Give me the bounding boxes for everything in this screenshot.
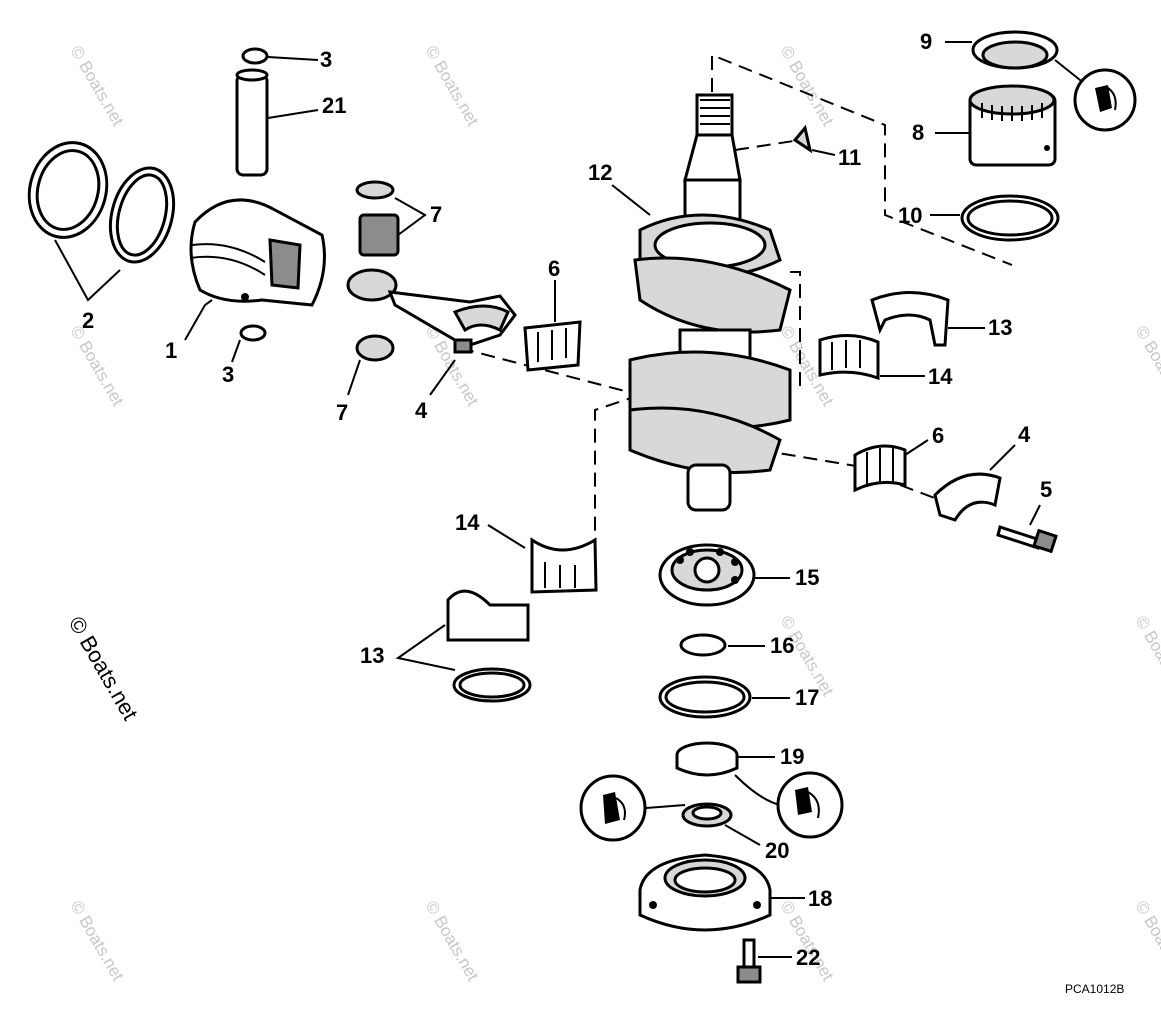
copyright-label: © Boats.net — [64, 612, 143, 724]
sealant-tube-icon — [776, 771, 844, 839]
callout-3-top: 3 — [320, 47, 332, 72]
callout-20: 20 — [765, 838, 789, 863]
retaining-ring-bottom — [239, 324, 267, 342]
callout-14-upper: 14 — [928, 364, 953, 389]
svg-text:© Boats.net: © Boats.net — [777, 43, 838, 130]
connecting-rod — [346, 268, 517, 354]
o-ring-upper — [960, 194, 1060, 242]
bearing-cage-upper — [523, 320, 582, 372]
callout-21: 21 — [322, 93, 346, 118]
callout-12: 12 — [588, 160, 612, 185]
svg-text:© Boats.net: © Boats.net — [1132, 613, 1161, 700]
svg-text:© Boats.net: © Boats.net — [67, 898, 128, 985]
callout-19: 19 — [780, 744, 804, 769]
callout-4-cap: 4 — [1018, 422, 1031, 447]
callout-13-lower: 13 — [360, 643, 384, 668]
rod-bolt — [996, 525, 1058, 554]
retaining-ring-small — [679, 633, 727, 657]
callout-6-upper: 6 — [548, 256, 560, 281]
bearing-race-upper — [870, 291, 950, 347]
callout-22: 22 — [796, 945, 820, 970]
callout-6-lower: 6 — [932, 423, 944, 448]
svg-text:© Boats.net: © Boats.net — [67, 323, 128, 410]
sealant-tube-icon — [579, 774, 647, 842]
svg-text:© Boats.net: © Boats.net — [1132, 323, 1161, 410]
bearing-cage-lower-right — [853, 444, 907, 493]
callout-13-upper: 13 — [988, 315, 1012, 340]
callout-9: 9 — [920, 29, 932, 54]
callout-7-lower: 7 — [336, 400, 348, 425]
sealant-tube-icon — [1073, 68, 1137, 132]
svg-text:© Boats.net: © Boats.net — [1132, 898, 1161, 985]
callout-1: 1 — [165, 338, 177, 363]
callout-8: 8 — [912, 120, 924, 145]
drawing-code: PCA1012B — [1065, 982, 1124, 996]
callout-16: 16 — [770, 633, 794, 658]
callout-18: 18 — [808, 886, 832, 911]
needle-bearing-upper — [355, 180, 400, 362]
svg-text:© Boats.net: © Boats.net — [422, 43, 483, 130]
bearing-race-lower — [446, 589, 532, 703]
callout-15: 15 — [795, 565, 819, 590]
lower-bearing-housing — [638, 853, 772, 932]
woodruff-key — [792, 124, 813, 154]
bearing-cage-left — [530, 537, 598, 594]
roller-bearing-sleeve — [968, 84, 1057, 167]
callout-14-lower: 14 — [455, 510, 480, 535]
bearing-cage-right — [818, 334, 880, 381]
ball-bearing — [658, 543, 756, 607]
lower-seal — [675, 741, 739, 777]
upper-seal — [971, 30, 1059, 70]
wrist-pin — [235, 68, 269, 177]
callout-2: 2 — [82, 308, 94, 333]
callout-11: 11 — [838, 145, 861, 170]
crankshaft — [628, 93, 792, 512]
callout-3-bottom: 3 — [222, 362, 234, 387]
o-ring-lower — [658, 675, 752, 719]
callout-5: 5 — [1040, 477, 1052, 502]
watermark-pattern: © Boats.net © Boats.net © Boats.net © Bo… — [67, 43, 1161, 985]
callout-7-upper: 7 — [430, 202, 442, 227]
piston — [189, 198, 326, 307]
svg-text:© Boats.net: © Boats.net — [422, 898, 483, 985]
housing-screw — [736, 938, 762, 984]
piston-rings — [27, 141, 176, 264]
callout-10: 10 — [898, 203, 922, 228]
small-seal — [681, 802, 733, 828]
callout-4-rod: 4 — [415, 398, 428, 423]
retaining-ring-top — [241, 47, 269, 65]
callout-17: 17 — [795, 685, 819, 710]
connecting-rod-cap — [933, 472, 1002, 522]
callout-labels: 1 2 3 3 4 4 5 6 6 7 7 8 9 10 11 12 13 13… — [82, 29, 1052, 970]
svg-text:© Boats.net: © Boats.net — [67, 43, 128, 130]
